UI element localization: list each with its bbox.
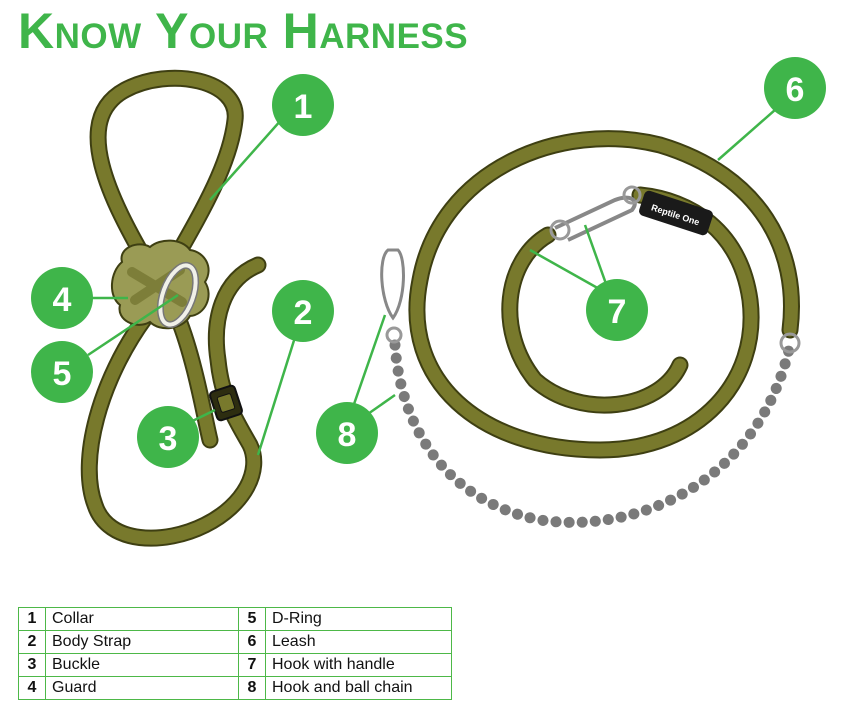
legend-num: 1 <box>18 607 46 631</box>
svg-text:1: 1 <box>294 88 313 126</box>
legend-label: D-Ring <box>265 607 452 631</box>
legend-label: Leash <box>265 630 452 654</box>
svg-text:2: 2 <box>294 294 313 332</box>
legend-num: 3 <box>18 653 46 677</box>
callout-6: 6 <box>764 57 826 119</box>
ball-chain-hook <box>380 248 801 354</box>
legend-label: Buckle <box>45 653 239 677</box>
svg-text:6: 6 <box>786 71 805 109</box>
callout-3: 3 <box>137 406 199 468</box>
harness-diagram: Reptile One 1 2 3 <box>31 57 826 547</box>
page-title: Know Your Harness <box>18 3 469 59</box>
legend-row: 4 Guard 8 Hook and ball chain <box>18 676 452 700</box>
buckle <box>209 384 243 422</box>
legend-label: Hook and ball chain <box>265 676 452 700</box>
legend-label: Guard <box>45 676 239 700</box>
legend-row: 1 Collar 5 D-Ring <box>18 607 452 631</box>
leash-illustration: Reptile One <box>380 130 801 528</box>
legend-num: 2 <box>18 630 46 654</box>
legend-label: Hook with handle <box>265 653 452 677</box>
hook-with-handle <box>549 185 642 242</box>
callout-4: 4 <box>31 267 93 329</box>
d-ring <box>156 261 200 329</box>
callout-8: 8 <box>316 402 378 464</box>
collar-strap <box>89 69 244 277</box>
svg-text:8: 8 <box>338 416 357 454</box>
callout-1: 1 <box>272 74 334 136</box>
legend-num: 6 <box>238 630 266 654</box>
svg-text:7: 7 <box>608 293 627 331</box>
leash-coil <box>408 130 800 459</box>
legend-num: 4 <box>18 676 46 700</box>
legend-num: 5 <box>238 607 266 631</box>
legend-row: 2 Body Strap 6 Leash <box>18 630 452 654</box>
callout-2: 2 <box>272 280 334 342</box>
legend-num: 7 <box>238 653 266 677</box>
svg-text:4: 4 <box>53 281 72 319</box>
legend-row: 3 Buckle 7 Hook with handle <box>18 653 452 677</box>
harness-illustration <box>80 69 267 547</box>
legend-label: Collar <box>45 607 239 631</box>
ball-chain <box>389 339 796 528</box>
svg-text:3: 3 <box>159 420 178 458</box>
parts-legend: 1 Collar 5 D-Ring 2 Body Strap 6 Leash 3… <box>18 607 452 700</box>
legend-num: 8 <box>238 676 266 700</box>
callout-7: 7 <box>586 279 648 341</box>
body-strap <box>80 256 267 547</box>
callout-5: 5 <box>31 341 93 403</box>
svg-text:5: 5 <box>53 355 72 393</box>
legend-label: Body Strap <box>45 630 239 654</box>
